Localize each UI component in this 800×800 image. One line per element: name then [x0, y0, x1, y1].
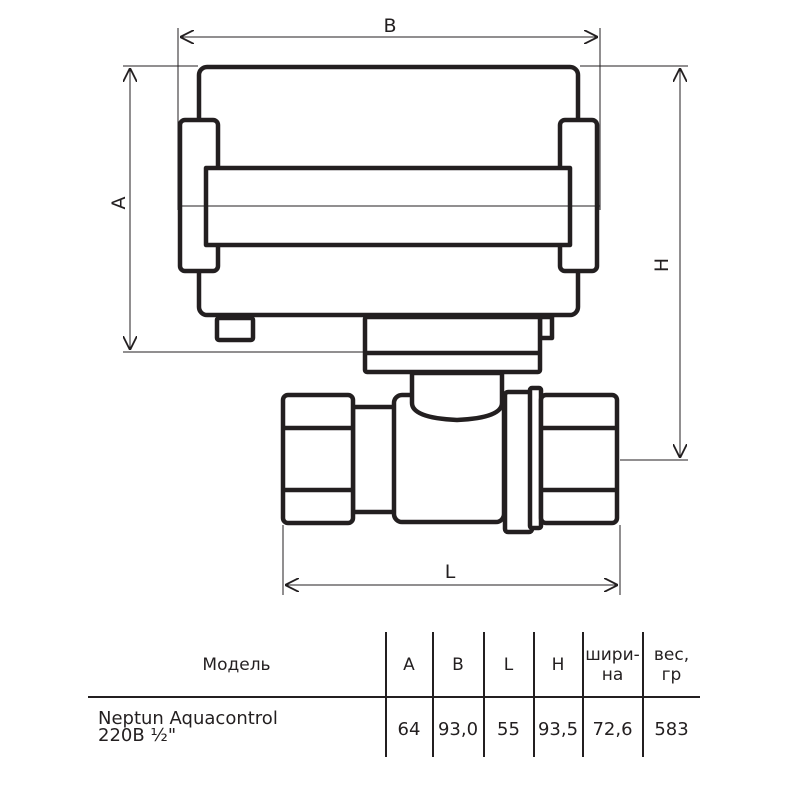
dimension-a-label: A [108, 197, 130, 210]
valve-body [280, 370, 620, 535]
column-divider [385, 632, 387, 757]
header-model: Модель [202, 654, 271, 675]
header-divider [88, 696, 700, 698]
column-divider [582, 632, 584, 757]
dimension-h-label: H [651, 258, 673, 272]
cell-weight: 583 [654, 718, 689, 740]
actuator [177, 64, 600, 375]
column-divider [432, 632, 434, 757]
cell-width: 72,6 [592, 718, 633, 740]
header-width: шири- на [585, 645, 640, 685]
dimension-l-label: L [445, 561, 456, 583]
cell-a: 64 [397, 718, 421, 740]
column-divider [533, 632, 535, 757]
dimension-b-label: B [383, 15, 396, 37]
cell-l: 55 [497, 718, 520, 740]
column-divider [642, 632, 644, 757]
cell-model: Neptun Aquacontrol 220B ½" [98, 708, 278, 746]
column-divider [483, 632, 485, 757]
header-b: B [452, 654, 464, 675]
cell-b: 93,0 [437, 718, 479, 740]
header-l: L [503, 654, 514, 675]
cell-h: 93,5 [537, 718, 579, 740]
header-h: H [551, 654, 565, 675]
header-weight: вес, гр [653, 645, 690, 685]
header-a: A [403, 654, 415, 675]
